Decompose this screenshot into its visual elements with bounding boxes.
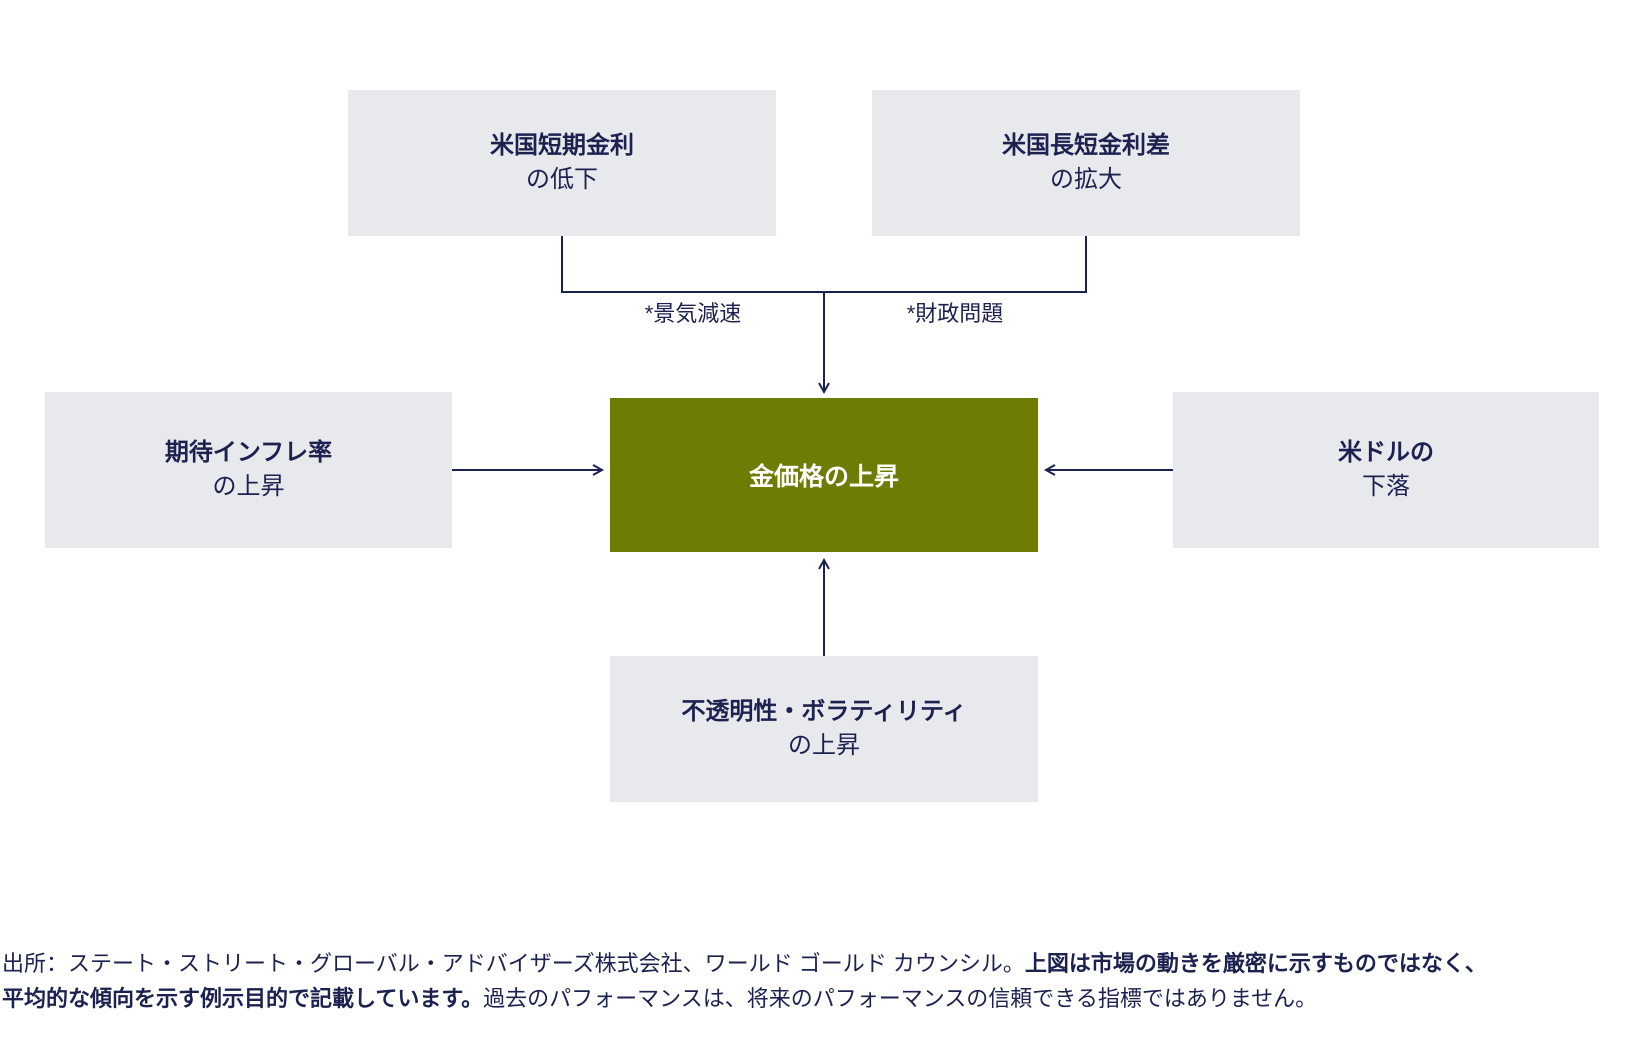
factor-subtitle: の上昇 <box>212 473 285 500</box>
factor-subtitle: の上昇 <box>788 732 860 759</box>
factor-title: 不透明性・ボラティリティ <box>681 698 967 725</box>
annotation-fiscal-problems: *財政問題 <box>906 301 1004 326</box>
factor-box-us-short-term-rates: 米国短期金利 の低下 <box>348 90 776 236</box>
factor-box-us-dollar: 米ドルの 下落 <box>1173 392 1599 548</box>
footer-disclaimer: 出所：ステート・ストリート・グローバル・アドバイザーズ株式会社、ワールド ゴール… <box>2 946 1602 1016</box>
gold-price-box: 金価格の上昇 <box>610 398 1038 552</box>
factor-box-expected-inflation: 期待インフレ率 の上昇 <box>45 392 452 548</box>
factor-subtitle: の拡大 <box>1050 166 1122 193</box>
footer-note-bold-line1: 上図は市場の動きを厳密に示すものではなく、 <box>1024 951 1487 976</box>
factor-title: 米国短期金利 <box>490 132 634 159</box>
factor-title: 期待インフレ率 <box>164 439 333 466</box>
factor-subtitle: の低下 <box>526 166 598 193</box>
footer-source-text: 出所：ステート・ストリート・グローバル・アドバイザーズ株式会社、ワールド ゴール… <box>2 951 1025 976</box>
factor-title: 米ドルの <box>1338 439 1434 466</box>
factor-box-uncertainty-volatility: 不透明性・ボラティリティ の上昇 <box>610 656 1038 802</box>
gold-price-label: 金価格の上昇 <box>748 463 899 491</box>
footer-note-regular: 過去のパフォーマンスは、将来のパフォーマンスの信頼できる指標ではありません。 <box>483 986 1318 1011</box>
top-connector-line <box>561 236 1087 293</box>
factor-box-us-yield-curve-spread: 米国長短金利差 の拡大 <box>872 90 1300 236</box>
footer-note-bold-line2: 平均的な傾向を示す例示目的で記載しています。 <box>2 986 484 1011</box>
factor-subtitle: 下落 <box>1362 473 1410 500</box>
factor-title: 米国長短金利差 <box>1002 132 1170 159</box>
annotation-economic-slowdown: *景気減速 <box>644 301 742 326</box>
